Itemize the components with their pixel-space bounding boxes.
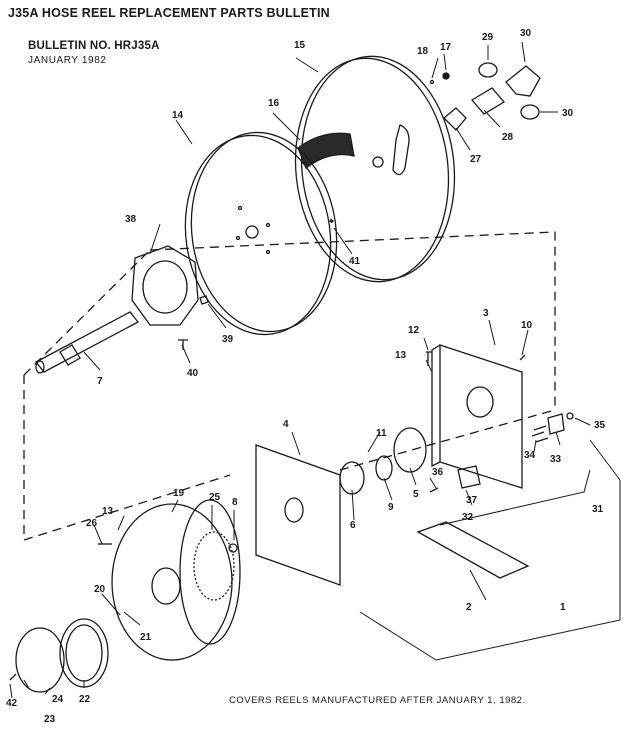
part-number-label: 27	[470, 154, 482, 165]
coverage-note: COVERS REELS MANUFACTURED AFTER JANUARY …	[229, 695, 526, 706]
part-number-label: 41	[349, 256, 361, 267]
part-number-label: 13	[102, 506, 114, 517]
hub-plate-39	[131, 245, 199, 326]
part-number-label: 19	[173, 488, 185, 499]
part-number-label: 6	[350, 520, 356, 531]
spring-34	[531, 425, 549, 443]
part-number-label: 24	[52, 694, 64, 705]
washer-36	[566, 412, 574, 420]
part-number-label: 37	[466, 495, 478, 506]
gear-26	[193, 531, 235, 601]
part-number-label: 1	[560, 602, 566, 613]
rear-flange-15	[294, 55, 456, 283]
part-number-label: 26	[86, 518, 98, 529]
bearing-5	[393, 427, 427, 473]
front-flange-14	[184, 131, 338, 336]
bulletin-number: BULLETIN NO. HRJ35A	[28, 40, 160, 52]
part-number-label: 11	[376, 428, 387, 439]
screw-10	[519, 354, 526, 361]
gasket-22-inner	[65, 624, 103, 682]
part-number-label: 20	[94, 584, 106, 595]
part-number-label: 31	[592, 504, 604, 515]
nut-30-top	[478, 62, 498, 78]
part-number-label: 39	[222, 334, 234, 345]
screw-24	[9, 673, 17, 681]
spring-housing-19	[111, 499, 241, 661]
gasket-22	[59, 618, 109, 688]
bracket-plate-3	[431, 344, 523, 489]
part-number-label: 35	[594, 420, 606, 431]
part-number-label: 15	[294, 40, 306, 51]
part-number-label: 9	[388, 502, 394, 513]
block-33	[457, 465, 481, 489]
ring-9	[375, 455, 393, 481]
part-number-label: 14	[172, 110, 184, 121]
part-number-label: 17	[440, 42, 452, 53]
bolt-42	[329, 218, 334, 224]
elbow-31	[505, 65, 541, 97]
assembly-dashed-outline	[23, 231, 556, 541]
part-number-label: 21	[140, 632, 152, 643]
part-number-label: 40	[187, 368, 199, 379]
part-number-label: 42	[6, 698, 18, 709]
screw-40	[199, 295, 209, 305]
screw-41	[178, 339, 188, 350]
plate-35	[547, 413, 565, 435]
part-number-label: 7	[97, 376, 103, 387]
cover-23	[15, 627, 65, 693]
part-number-label: 3	[483, 308, 489, 319]
bearing-6	[339, 461, 365, 495]
part-number-label: 32	[462, 512, 474, 523]
screw-17	[442, 72, 450, 80]
hub-segment-16	[297, 132, 355, 170]
part-number-label: 30	[520, 28, 532, 39]
part-number-label: 8	[232, 497, 238, 508]
part-number-label: 18	[417, 46, 429, 57]
washer-18	[429, 79, 435, 85]
part-number-label: 25	[209, 492, 221, 503]
part-number-label: 5	[413, 489, 419, 500]
washer-8	[228, 543, 238, 553]
part-number-label: 33	[550, 454, 562, 465]
fitting-28	[443, 107, 467, 131]
motor-plate-4	[255, 444, 341, 586]
shaft-7	[35, 311, 139, 374]
part-number-label: 36	[432, 467, 444, 478]
screw-37	[429, 487, 439, 493]
nut-30-right	[520, 104, 540, 120]
part-number-label: 13	[395, 350, 407, 361]
part-number-label: 12	[408, 325, 420, 336]
part-number-label: 4	[283, 419, 289, 430]
part-number-label: 16	[268, 98, 280, 109]
part-number-label: 28	[502, 132, 514, 143]
bulletin-date: JANUARY 1982	[28, 55, 107, 66]
part-number-label: 23	[44, 714, 56, 725]
part-number-label: 29	[482, 32, 494, 43]
base-bar-2	[416, 521, 530, 579]
fitting-29	[471, 87, 505, 115]
part-number-label: 2	[466, 602, 472, 613]
part-number-label: 38	[125, 214, 137, 225]
bulletin-title: J35A HOSE REEL REPLACEMENT PARTS BULLETI…	[8, 6, 330, 20]
part-number-label: 10	[521, 320, 533, 331]
part-number-label: 22	[79, 694, 91, 705]
part-number-label: 30	[562, 108, 574, 119]
screw-12	[426, 351, 432, 366]
part-number-label: 34	[524, 450, 536, 461]
